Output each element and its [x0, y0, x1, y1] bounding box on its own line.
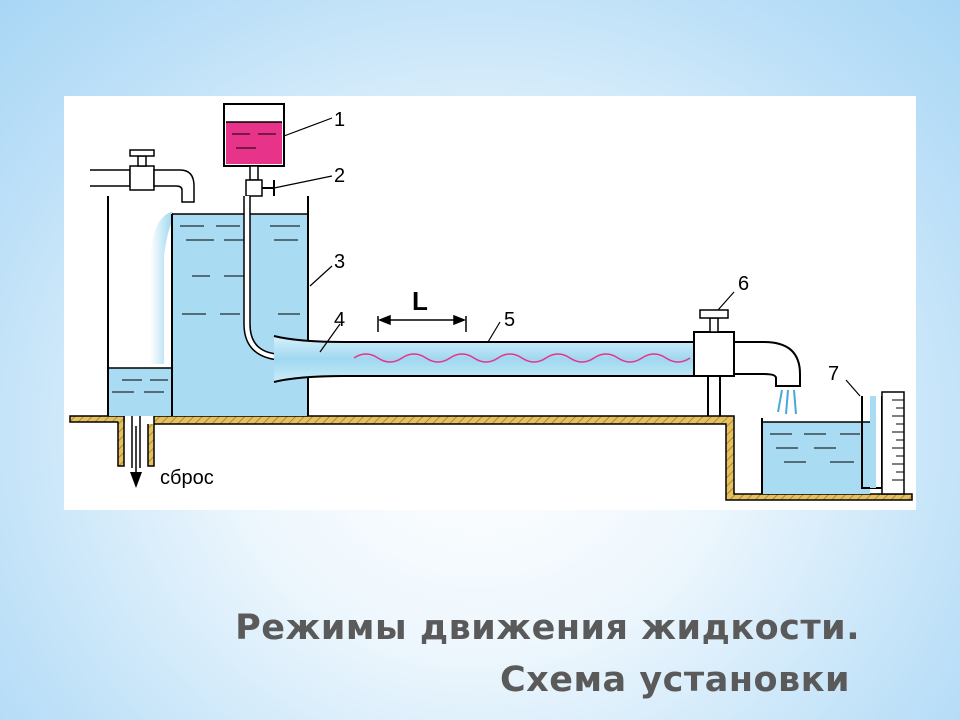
- label-3: 3: [334, 251, 345, 273]
- diagram-panel: 1 2 3 4 5 6 7 L сброс: [64, 96, 916, 510]
- leader-lines: [273, 117, 861, 397]
- slide-title-line1: Режимы движения жидкости.: [235, 608, 860, 648]
- label-7: 7: [828, 363, 839, 385]
- outlet-valve: [693, 309, 801, 416]
- dye-valve: [245, 165, 275, 197]
- ground-base: [69, 415, 913, 501]
- slide-title-line2: Схема установки: [499, 660, 850, 700]
- main-tank: [171, 196, 309, 416]
- label-drain: сброс: [160, 467, 214, 489]
- glass-pipe: [273, 335, 694, 383]
- reynolds-apparatus-diagram: 1 2 3 4 5 6 7 L сброс: [69, 103, 913, 501]
- dye-reservoir: [223, 103, 285, 167]
- label-6: 6: [738, 273, 749, 295]
- drain-basin: [107, 196, 172, 488]
- length-dimension: [377, 314, 467, 332]
- supply-faucet: [90, 149, 195, 203]
- overflow-stream: [150, 212, 176, 364]
- level-gauge: [861, 391, 905, 495]
- label-5: 5: [504, 309, 515, 331]
- label-4: 4: [334, 309, 345, 331]
- measuring-tank: [761, 418, 870, 494]
- label-length: L: [412, 286, 428, 316]
- label-1: 1: [334, 109, 345, 131]
- label-2: 2: [334, 165, 345, 187]
- outlet-jets: [777, 389, 797, 415]
